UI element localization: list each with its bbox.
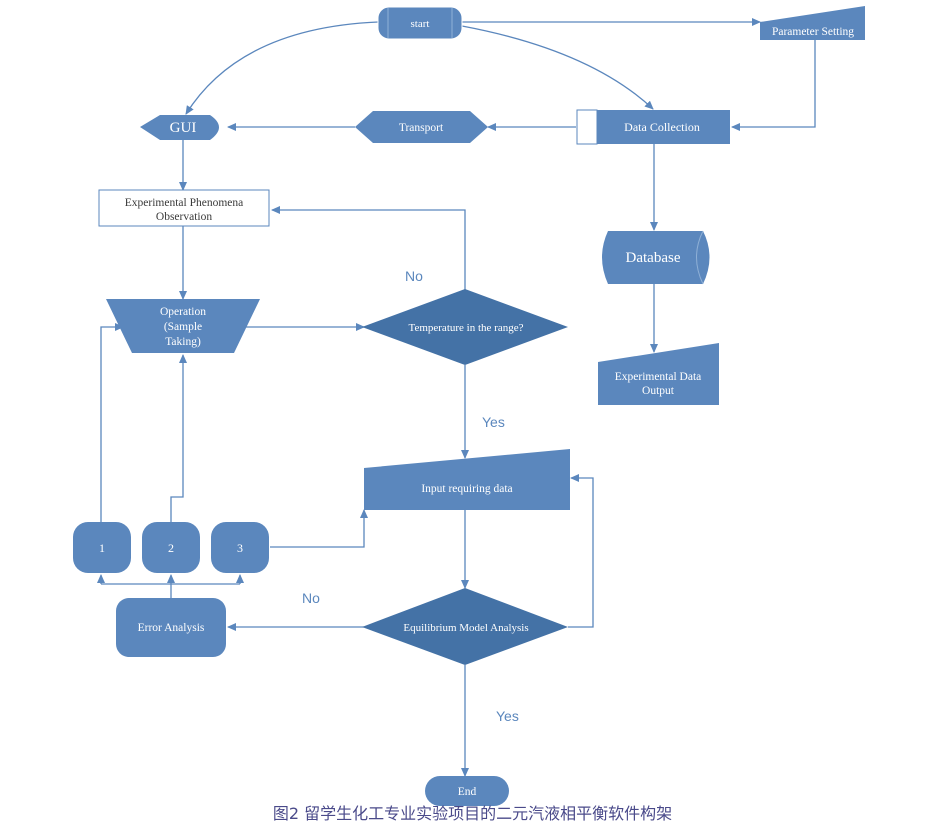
sample-node-3: 3 [211, 522, 269, 573]
figure-caption: 图2 留学生化工专业实验项目的二元汽液相平衡软件构架 [272, 804, 673, 823]
experimental-output-label-line2: Output [642, 385, 675, 397]
start-label: start [411, 18, 430, 30]
equilibrium-no-label: No [302, 590, 320, 606]
edge-equilibrium-loop-to-input [568, 474, 594, 628]
end-node: End [425, 776, 509, 806]
observation-node: Experimental Phenomena Observation [98, 189, 270, 227]
edge-temperature-no-to-observation [271, 206, 466, 290]
database-node: Database [602, 230, 710, 285]
parameter-setting-node: Parameter Setting [760, 6, 865, 40]
operation-node: Operation (Sample Taking) [106, 299, 260, 353]
data-collection-node: Data Collection [576, 109, 730, 145]
edge-start-to-gui [185, 21, 379, 115]
edge-sample3-to-input [270, 509, 368, 548]
gui-label: GUI [170, 120, 197, 136]
sample-1-label: 1 [99, 541, 105, 555]
equilibrium-decision-label: Equilibrium Model Analysis [403, 622, 528, 634]
data-collection-label: Data Collection [624, 120, 700, 134]
observation-label-line1: Experimental Phenomena [125, 197, 243, 209]
gui-node: GUI [140, 115, 219, 140]
transport-node: Transport [355, 111, 488, 143]
input-data-node: Input requiring data [364, 449, 570, 510]
temperature-decision-node: Temperature in the range? [362, 289, 568, 365]
database-label: Database [626, 250, 681, 266]
sample-node-2: 2 [142, 522, 200, 573]
operation-label-line3: Taking) [165, 336, 201, 348]
experimental-output-node: Experimental Data Output [598, 343, 719, 405]
connectors [97, 18, 816, 777]
parameter-setting-label: Parameter Setting [772, 26, 854, 38]
edge-sample1-to-operation [100, 323, 124, 522]
temperature-decision-label: Temperature in the range? [409, 322, 524, 334]
operation-label-line1: Operation [160, 306, 206, 318]
equilibrium-decision-node: Equilibrium Model Analysis [362, 588, 568, 665]
error-analysis-node: Error Analysis [116, 598, 226, 657]
edge-start-to-datacollection [461, 25, 654, 110]
edge-parameter-to-datacollection [731, 40, 816, 131]
operation-label-line2: (Sample [164, 321, 202, 333]
sample-2-label: 2 [168, 541, 174, 555]
end-label: End [458, 786, 477, 798]
sample-3-label: 3 [237, 541, 243, 555]
edge-sample2-to-operation [170, 354, 187, 522]
start-node: start [377, 6, 463, 40]
sample-node-1: 1 [73, 522, 131, 573]
error-analysis-label: Error Analysis [138, 622, 205, 634]
edge-error-branch [101, 583, 240, 598]
input-data-label: Input requiring data [421, 483, 512, 495]
equilibrium-yes-label: Yes [496, 708, 519, 724]
observation-label-line2: Observation [156, 211, 212, 223]
temperature-no-label: No [405, 268, 423, 284]
experimental-output-label-line1: Experimental Data [615, 371, 702, 383]
temperature-yes-label: Yes [482, 414, 505, 430]
transport-label: Transport [399, 122, 444, 134]
